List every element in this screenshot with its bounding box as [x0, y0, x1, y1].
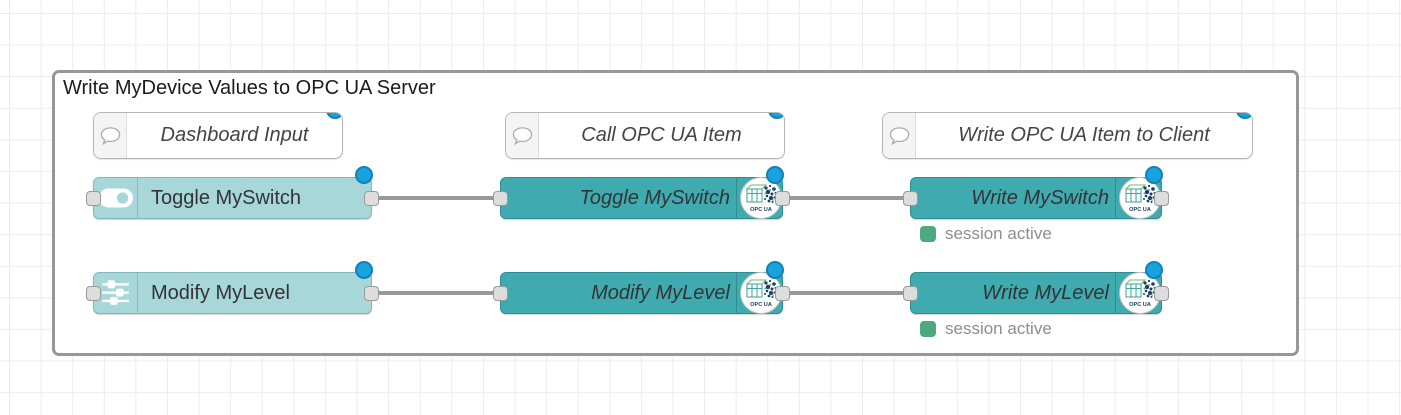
output-port[interactable]: [775, 190, 790, 206]
input-port[interactable]: [903, 190, 918, 206]
output-port[interactable]: [364, 190, 379, 206]
comment-node-write-opcua-item[interactable]: Write OPC UA Item to Client: [882, 112, 1253, 159]
comment-node-dashboard-input[interactable]: Dashboard Input: [93, 112, 343, 159]
input-port[interactable]: [86, 285, 101, 301]
wire-toggle-ui-to-opc[interactable]: [372, 196, 501, 200]
output-port[interactable]: [1154, 190, 1169, 206]
node-status-write-mylevel: session active: [920, 319, 1052, 339]
node-write-mylevel-opcua[interactable]: Write MyLevel OPC UA: [903, 261, 1169, 314]
input-port[interactable]: [903, 285, 918, 301]
input-port[interactable]: [493, 190, 508, 206]
input-port[interactable]: [86, 190, 101, 206]
badge-separator: [1115, 178, 1116, 218]
wire-toggle-opc-to-write[interactable]: [783, 196, 911, 200]
comment-label: Dashboard Input: [160, 124, 309, 146]
comment-bubble-icon: [883, 113, 916, 158]
comment-label: Write OPC UA Item to Client: [958, 124, 1210, 146]
opcua-badge-label: OPC UA: [1129, 207, 1151, 213]
status-dot-icon: [920, 321, 936, 337]
sliders-icon: [94, 273, 138, 313]
opcua-badge-label: OPC UA: [750, 207, 772, 213]
node-status-write-myswitch: session active: [920, 224, 1052, 244]
wire-modify-opc-to-write[interactable]: [783, 291, 911, 295]
node-modify-mylevel-opcua[interactable]: Modify MyLevel OPC UA: [493, 261, 790, 314]
changed-marker: [766, 261, 784, 279]
comment-node-call-opcua-item[interactable]: Call OPC UA Item: [505, 112, 785, 159]
comment-bubble-icon: [94, 113, 127, 158]
changed-marker: [355, 166, 373, 184]
node-label: Write MyLevel: [982, 281, 1109, 304]
badge-separator: [736, 273, 737, 313]
comment-label: Call OPC UA Item: [581, 124, 742, 146]
node-toggle-myswitch-opcua[interactable]: Toggle MySwitch OPC UA: [493, 166, 790, 219]
wire-modify-ui-to-opc[interactable]: [372, 291, 501, 295]
node-label: Modify MyLevel: [591, 281, 730, 304]
badge-separator: [736, 178, 737, 218]
node-label: Modify MyLevel: [151, 281, 290, 304]
node-modify-mylevel-dashboard[interactable]: Modify MyLevel: [86, 261, 379, 314]
changed-marker: [1145, 261, 1163, 279]
opcua-badge-label: OPC UA: [750, 302, 772, 308]
output-port[interactable]: [364, 285, 379, 301]
changed-marker: [1145, 166, 1163, 184]
changed-marker: [355, 261, 373, 279]
opcua-badge-label: OPC UA: [1129, 302, 1151, 308]
status-dot-icon: [920, 226, 936, 242]
output-port[interactable]: [1154, 285, 1169, 301]
node-label: Toggle MySwitch: [151, 186, 302, 209]
node-toggle-myswitch-dashboard[interactable]: Toggle MySwitch: [86, 166, 379, 219]
badge-separator: [1115, 273, 1116, 313]
comment-bubble-icon: [506, 113, 539, 158]
changed-marker: [766, 166, 784, 184]
output-port[interactable]: [775, 285, 790, 301]
node-write-myswitch-opcua[interactable]: Write MySwitch OPC UA: [903, 166, 1169, 219]
status-text: session active: [945, 319, 1052, 338]
node-label: Write MySwitch: [971, 186, 1109, 209]
group-title: Write MyDevice Values to OPC UA Server: [63, 77, 436, 99]
input-port[interactable]: [493, 285, 508, 301]
node-label: Toggle MySwitch: [579, 186, 730, 209]
toggle-switch-icon: [94, 178, 138, 218]
status-text: session active: [945, 224, 1052, 243]
